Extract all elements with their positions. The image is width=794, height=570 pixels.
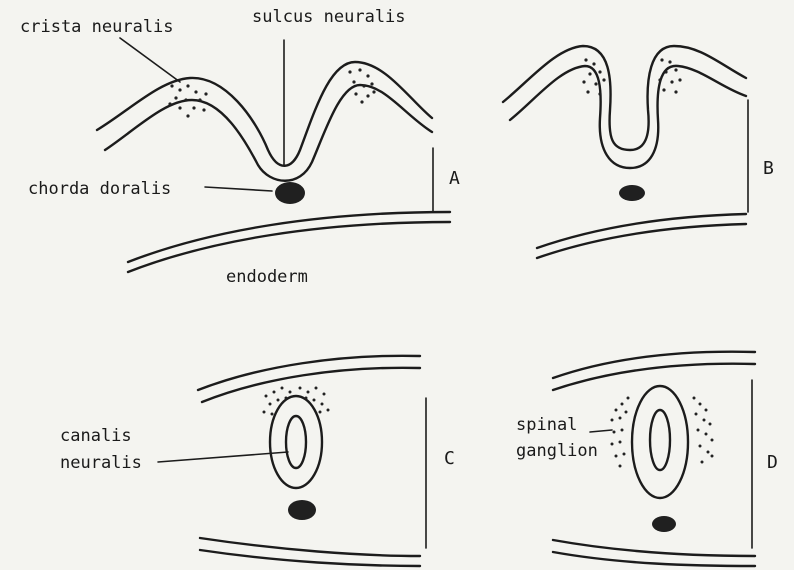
panel-label-d: D xyxy=(767,452,778,473)
chorda-doralis-d xyxy=(652,516,676,532)
label-canalis: canalis xyxy=(60,426,132,446)
label-neuralis: neuralis xyxy=(60,453,142,473)
neural-tube-outer-c xyxy=(270,396,322,488)
leader-chorda-doralis xyxy=(205,187,272,191)
leader-spinal-ganglion xyxy=(590,430,612,432)
panel-a xyxy=(97,38,450,272)
neural-tube-outer-d xyxy=(632,386,688,498)
leader-canalis-neuralis xyxy=(158,452,288,462)
panel-b xyxy=(503,46,748,258)
panel-label-b: B xyxy=(763,158,774,179)
neural-fold-outer-line-b xyxy=(503,46,746,150)
neural-plate-inner-line-a xyxy=(105,85,432,181)
neural-plate-outer-line-a xyxy=(97,62,432,166)
panel-label-c: C xyxy=(444,448,455,469)
endoderm-line-top-d xyxy=(553,540,755,556)
label-sulcus-neuralis: sulcus neuralis xyxy=(252,7,406,27)
chorda-doralis-a xyxy=(275,182,305,204)
label-ganglion: ganglion xyxy=(516,441,598,461)
endoderm-line-bottom-d xyxy=(553,552,755,566)
ectoderm-line-bottom-c xyxy=(202,368,420,402)
crista-neuralis-dots-c xyxy=(263,387,330,416)
canalis-neuralis-c xyxy=(286,416,306,468)
spinal-ganglion-dots-left-d xyxy=(611,397,630,468)
central-canal-d xyxy=(650,410,670,470)
spinal-ganglion-dots-right-d xyxy=(693,397,714,464)
endoderm-line-top-b xyxy=(537,214,746,248)
neural-fold-inner-line-b xyxy=(510,66,746,168)
crista-neuralis-dots-left-b xyxy=(582,58,605,95)
chorda-doralis-b xyxy=(619,185,645,201)
endoderm-line-bottom-a xyxy=(128,222,450,272)
label-chorda-doralis: chorda doralis xyxy=(28,179,171,199)
panel-c xyxy=(158,356,426,566)
label-crista-neuralis: crista neuralis xyxy=(20,17,174,37)
endoderm-line-top-c xyxy=(200,538,420,556)
ectoderm-line-top-c xyxy=(198,356,420,390)
chorda-doralis-c xyxy=(288,500,316,520)
label-endoderm: endoderm xyxy=(226,267,308,287)
label-spinal: spinal xyxy=(516,415,577,435)
endoderm-line-bottom-c xyxy=(200,550,420,566)
leader-crista-neuralis xyxy=(120,38,180,82)
panel-label-a: A xyxy=(449,168,460,189)
endoderm-line-bottom-b xyxy=(537,224,746,258)
